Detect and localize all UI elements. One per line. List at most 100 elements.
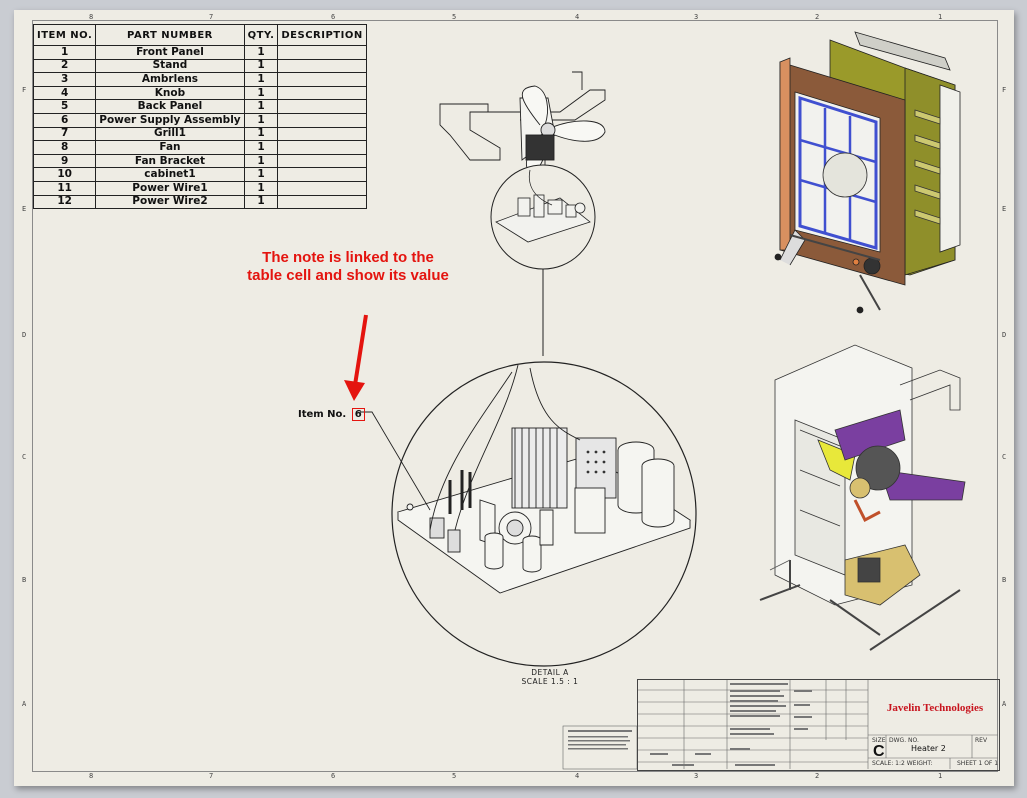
bom-cell-description[interactable] xyxy=(277,126,367,142)
bom-cell-description[interactable] xyxy=(277,45,367,60)
bom-cell-description[interactable] xyxy=(277,167,367,182)
bom-cell-description[interactable] xyxy=(277,112,367,128)
bom-header-part[interactable]: PART NUMBER xyxy=(95,24,245,46)
bom-cell-qty[interactable]: 1 xyxy=(243,126,279,142)
zone-label-top: 2 xyxy=(815,13,820,21)
zone-label-right: D xyxy=(1002,331,1007,339)
bom-cell-item[interactable]: 7 xyxy=(32,126,97,142)
bom-cell-item[interactable]: 11 xyxy=(32,180,97,196)
scale-weight-field: SCALE: 1:2 WEIGHT: xyxy=(872,760,933,767)
zone-label-left: D xyxy=(22,331,27,339)
bom-cell-description[interactable] xyxy=(277,72,367,87)
balloon-note[interactable]: Item No. 6 xyxy=(298,408,365,421)
bom-cell-qty[interactable]: 1 xyxy=(243,153,279,169)
bom-header-item[interactable]: ITEM NO. xyxy=(32,24,97,46)
zone-label-bottom: 6 xyxy=(331,772,336,780)
bom-cell-qty[interactable]: 1 xyxy=(243,58,279,74)
callout-arrow-icon xyxy=(344,314,368,401)
bom-cell-part[interactable]: Power Wire1 xyxy=(95,180,245,196)
bom-cell-part[interactable]: Ambrlens xyxy=(95,72,245,87)
bom-cell-item[interactable]: 10 xyxy=(32,167,97,182)
bom-header-row: ITEM NO. PART NUMBER QTY. DESCRIPTION xyxy=(32,24,367,46)
bom-cell-description[interactable] xyxy=(277,180,367,196)
bom-cell-item[interactable]: 6 xyxy=(32,112,97,128)
title-block[interactable] xyxy=(637,679,1000,771)
bom-cell-description[interactable] xyxy=(277,85,367,101)
bom-cell-part[interactable]: Power Supply Assembly xyxy=(95,112,245,128)
bom-cell-qty[interactable]: 1 xyxy=(243,85,279,101)
zone-label-bottom: 5 xyxy=(452,772,457,780)
bom-cell-part[interactable]: Knob xyxy=(95,85,245,101)
heater-shaded-view xyxy=(774,31,961,314)
bom-cell-qty[interactable]: 1 xyxy=(243,194,279,210)
bom-cell-item[interactable]: 2 xyxy=(32,58,97,74)
bom-cell-part[interactable]: Power Wire2 xyxy=(95,194,245,210)
bom-cell-part[interactable]: Grill1 xyxy=(95,126,245,142)
bom-cell-qty[interactable]: 1 xyxy=(243,72,279,87)
bom-cell-item[interactable]: 8 xyxy=(32,140,97,155)
bom-cell-part[interactable]: cabinet1 xyxy=(95,167,245,182)
bom-cell-part[interactable]: Fan Bracket xyxy=(95,153,245,169)
zone-label-bottom: 7 xyxy=(209,772,214,780)
callout-text: The note is linked to the table cell and… xyxy=(247,249,449,284)
bom-cell-qty[interactable]: 1 xyxy=(243,167,279,182)
zone-label-top: 3 xyxy=(694,13,699,21)
bom-cell-item[interactable]: 1 xyxy=(32,45,97,60)
bom-cell-description[interactable] xyxy=(277,58,367,74)
bom-cell-description[interactable] xyxy=(277,194,367,210)
zone-label-top: 5 xyxy=(452,13,457,21)
zone-label-top: 7 xyxy=(209,13,214,21)
detail-scale: SCALE 1.5 : 1 xyxy=(521,677,579,686)
bom-cell-item[interactable]: 9 xyxy=(32,153,97,169)
drawing-title[interactable]: Heater 2 xyxy=(911,744,946,753)
bom-cell-part[interactable]: Front Panel xyxy=(95,45,245,60)
bom-cell-part[interactable]: Back Panel xyxy=(95,99,245,114)
bom-cell-description[interactable] xyxy=(277,140,367,155)
bom-cell-qty[interactable]: 1 xyxy=(243,112,279,128)
note-label: Item No. xyxy=(298,409,347,420)
sheet-size-value: C xyxy=(873,743,885,760)
company-name: Javelin Technologies xyxy=(886,702,984,714)
zone-label-top: 1 xyxy=(938,13,943,21)
bom-cell-item[interactable]: 5 xyxy=(32,99,97,114)
bom-cell-part[interactable]: Stand xyxy=(95,58,245,74)
bom-cell-description[interactable] xyxy=(277,99,367,114)
sheet-number: SHEET 1 OF 1 xyxy=(957,760,999,767)
zone-label-top: 4 xyxy=(575,13,580,21)
heater-exploded-view xyxy=(759,344,966,651)
detail-view-label[interactable]: DETAIL A SCALE 1.5 : 1 xyxy=(495,668,605,686)
zone-label-bottom: 8 xyxy=(89,772,94,780)
bom-cell-qty[interactable]: 1 xyxy=(243,180,279,196)
bom-cell-qty[interactable]: 1 xyxy=(243,99,279,114)
sheet-border xyxy=(32,20,998,772)
bom-cell-qty[interactable]: 1 xyxy=(243,140,279,155)
bom-header-description[interactable]: DESCRIPTION xyxy=(277,24,367,46)
bom-cell-item[interactable]: 12 xyxy=(32,194,97,210)
bom-header-qty[interactable]: QTY. xyxy=(243,24,279,46)
bom-cell-item[interactable]: 4 xyxy=(32,85,97,101)
drawing-number-label: DWG. NO. xyxy=(889,737,919,744)
zone-label-top: 8 xyxy=(89,13,94,21)
bom-cell-part[interactable]: Fan xyxy=(95,140,245,155)
note-linked-value[interactable]: 6 xyxy=(351,408,365,421)
zone-label-left: E xyxy=(22,205,27,213)
bom-cell-item[interactable]: 3 xyxy=(32,72,97,87)
bom-cell-description[interactable] xyxy=(277,153,367,169)
bom-cell-qty[interactable]: 1 xyxy=(243,45,279,60)
zone-label-bottom: 2 xyxy=(815,772,820,780)
zone-label-left: C xyxy=(22,453,27,461)
